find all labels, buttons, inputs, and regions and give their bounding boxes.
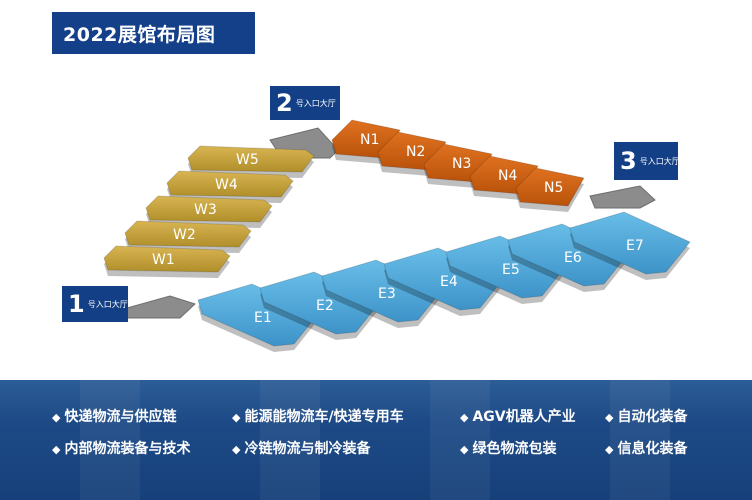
hall-label: E2 — [316, 298, 334, 314]
hall-e7[interactable]: E7 — [569, 211, 691, 280]
hall-label: N4 — [498, 168, 517, 184]
hall-w4[interactable]: W4 — [166, 170, 294, 203]
hall-label: W1 — [152, 252, 175, 268]
hall-roof — [321, 259, 443, 323]
hall-e3[interactable]: E3 — [321, 259, 443, 328]
hall-roof — [507, 223, 629, 287]
hall-w2[interactable]: W2 — [124, 220, 252, 253]
hall-label: N5 — [544, 180, 563, 196]
entrance-number: 1 — [68, 290, 85, 318]
hall-roof — [124, 220, 252, 248]
hall-w3[interactable]: W3 — [145, 195, 273, 228]
category-item: ◆快递物流与供应链 — [52, 409, 177, 425]
entrance-text: 号入口大厅 — [295, 98, 336, 108]
hall-label: N3 — [452, 156, 471, 172]
entrance-pad-1[interactable] — [119, 295, 196, 319]
hall-roof — [259, 271, 381, 335]
entrance-label-3: 3 号入口大厅 — [614, 142, 680, 180]
hall-label: W5 — [236, 152, 259, 168]
hall-label: E7 — [626, 238, 644, 254]
category-band: ◆快递物流与供应链 ◆能源能物流车/快递专用车 ◆AGV机器人产业 ◆自动化装备… — [0, 380, 752, 500]
hall-roof — [187, 145, 315, 173]
category-item: ◆信息化装备 — [605, 441, 688, 457]
entrance-text: 号入口大厅 — [639, 156, 680, 166]
entrance-label-2: 2 号入口大厅 — [270, 86, 340, 120]
category-item: ◆绿色物流包装 — [460, 441, 557, 457]
category-item: ◆自动化装备 — [605, 409, 688, 425]
hall-label: W4 — [215, 177, 238, 193]
entrance-number: 3 — [620, 147, 637, 175]
hall-roof — [383, 247, 505, 311]
category-item: ◆AGV机器人产业 — [460, 409, 576, 425]
e-halls-group: E1 E2 E3 E4 E5 E6 E7 — [197, 211, 691, 352]
hall-label: W3 — [194, 202, 217, 218]
hall-roof — [166, 170, 294, 198]
hall-label: E3 — [378, 286, 396, 302]
hall-roof — [197, 283, 319, 347]
entrance-label-1: 1 号入口大厅 — [62, 286, 128, 322]
hall-label: E1 — [254, 310, 272, 326]
entrance-pad-3[interactable] — [589, 185, 656, 209]
hall-label: E5 — [502, 262, 520, 278]
hall-label: N2 — [406, 144, 425, 160]
page-title: 2022展馆布局图 — [52, 12, 255, 54]
hall-w5[interactable]: W5 — [187, 145, 315, 178]
hall-roof — [145, 195, 273, 223]
category-item: ◆内部物流装备与技术 — [52, 441, 191, 457]
category-item: ◆冷链物流与制冷装备 — [232, 441, 371, 457]
hall-label: E6 — [564, 250, 582, 266]
hall-w1[interactable]: W1 — [103, 245, 231, 278]
hall-e6[interactable]: E6 — [507, 223, 629, 292]
hall-roof — [445, 235, 567, 299]
hall-e1[interactable]: E1 — [197, 283, 319, 352]
category-item: ◆能源能物流车/快递专用车 — [232, 409, 404, 425]
hall-roof — [569, 211, 691, 275]
hall-e4[interactable]: E4 — [383, 247, 505, 316]
hall-label: E4 — [440, 274, 458, 290]
entrance-number: 2 — [276, 89, 293, 117]
hall-label: W2 — [173, 227, 196, 243]
hall-e5[interactable]: E5 — [445, 235, 567, 304]
hall-e2[interactable]: E2 — [259, 271, 381, 340]
hall-roof — [515, 167, 585, 207]
hall-label: N1 — [360, 132, 379, 148]
hall-roof — [103, 245, 231, 273]
entrance-text: 号入口大厅 — [87, 299, 128, 309]
hall-n5[interactable]: N5 — [515, 167, 585, 212]
